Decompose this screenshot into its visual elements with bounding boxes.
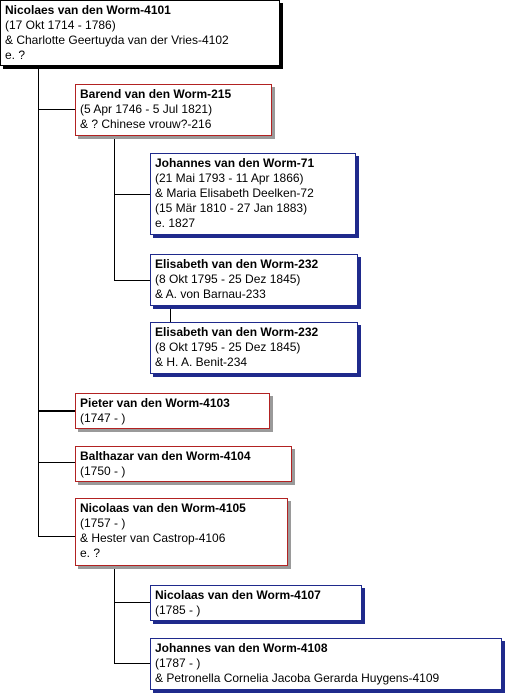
connector-to-johannes-71 xyxy=(114,194,150,195)
person-detail: (1787 - ) xyxy=(155,656,201,670)
person-name: Johannes van den Worm-4108 xyxy=(155,641,328,655)
person-detail: (8 Okt 1795 - 25 Dez 1845) xyxy=(155,272,301,286)
person-name: Elisabeth van den Worm-232 xyxy=(155,257,319,271)
person-detail: e. 1827 xyxy=(155,216,196,230)
person-detail: (15 Mär 1810 - 27 Jan 1883) xyxy=(155,201,308,215)
connector-nicolaas-trunk xyxy=(114,568,115,664)
person-name: Pieter van den Worm-4103 xyxy=(80,396,230,410)
person-detail: (5 Apr 1746 - 5 Jul 1821) xyxy=(80,102,213,116)
person-box-elisabeth-232-a[interactable]: Elisabeth van den Worm-232 (8 Okt 1795 -… xyxy=(150,254,358,306)
person-detail: & ? Chinese vrouw?-216 xyxy=(80,117,212,131)
person-detail: (1757 - ) xyxy=(80,516,126,530)
connector-elisabeth-spouses xyxy=(170,306,171,322)
connector-root-trunk xyxy=(38,65,39,537)
connector-to-nicolaas-4105 xyxy=(38,536,75,537)
person-box-nicolaas-4107[interactable]: Nicolaas van den Worm-4107 (1785 - ) xyxy=(150,585,362,621)
person-detail: & Petronella Cornelia Jacoba Gerarda Huy… xyxy=(155,671,440,685)
connector-to-nicolaas-4107 xyxy=(114,602,150,603)
person-box-johannes-71[interactable]: Johannes van den Worm-71 (21 Mai 1793 - … xyxy=(150,153,356,235)
person-detail: & H. A. Benit-234 xyxy=(155,355,248,369)
person-detail: & Charlotte Geertuyda van der Vries-4102 xyxy=(5,33,229,47)
person-detail: e. ? xyxy=(80,546,101,560)
person-detail: (8 Okt 1795 - 25 Dez 1845) xyxy=(155,340,301,354)
connector-to-johannes-4108 xyxy=(114,663,150,664)
person-detail: e. ? xyxy=(5,48,26,62)
person-name: Barend van den Worm-215 xyxy=(80,87,232,101)
person-box-nicolaas-4105[interactable]: Nicolaas van den Worm-4105 (1757 - ) & H… xyxy=(75,498,288,566)
person-detail: (21 Mai 1793 - 11 Apr 1866) xyxy=(155,171,304,185)
person-box-barend-215[interactable]: Barend van den Worm-215 (5 Apr 1746 - 5 … xyxy=(75,84,272,136)
connector-barend-trunk xyxy=(114,135,115,281)
person-box-johannes-4108[interactable]: Johannes van den Worm-4108 (1787 - ) & P… xyxy=(150,638,502,690)
person-detail: & Hester van Castrop-4106 xyxy=(80,531,226,545)
person-name: Nicolaas van den Worm-4107 xyxy=(155,588,321,602)
person-name: Elisabeth van den Worm-232 xyxy=(155,325,319,339)
person-name: Balthazar van den Worm-4104 xyxy=(80,449,251,463)
person-detail: & Maria Elisabeth Deelken-72 xyxy=(155,186,314,200)
connector-to-elisabeth-a xyxy=(114,280,150,281)
connector-to-barend xyxy=(38,109,75,110)
person-box-balthazar-4104[interactable]: Balthazar van den Worm-4104 (1750 - ) xyxy=(75,446,292,482)
connector-to-balthazar xyxy=(38,462,75,463)
person-name: Johannes van den Worm-71 xyxy=(155,156,315,170)
person-name: Nicolaes van den Worm-4101 xyxy=(5,3,171,17)
person-detail: (17 Okt 1714 - 1786) xyxy=(5,18,116,32)
person-detail: (1747 - ) xyxy=(80,411,126,425)
person-box-pieter-4103[interactable]: Pieter van den Worm-4103 (1747 - ) xyxy=(75,393,270,429)
person-box-elisabeth-232-b[interactable]: Elisabeth van den Worm-232 (8 Okt 1795 -… xyxy=(150,322,358,374)
person-detail: (1750 - ) xyxy=(80,464,126,478)
person-detail: (1785 - ) xyxy=(155,603,201,617)
person-detail: & A. von Barnau-233 xyxy=(155,287,266,301)
person-box-nicolaes-4101[interactable]: Nicolaes van den Worm-4101 (17 Okt 1714 … xyxy=(0,0,280,66)
person-name: Nicolaas van den Worm-4105 xyxy=(80,501,246,515)
connector-to-pieter xyxy=(38,410,75,412)
